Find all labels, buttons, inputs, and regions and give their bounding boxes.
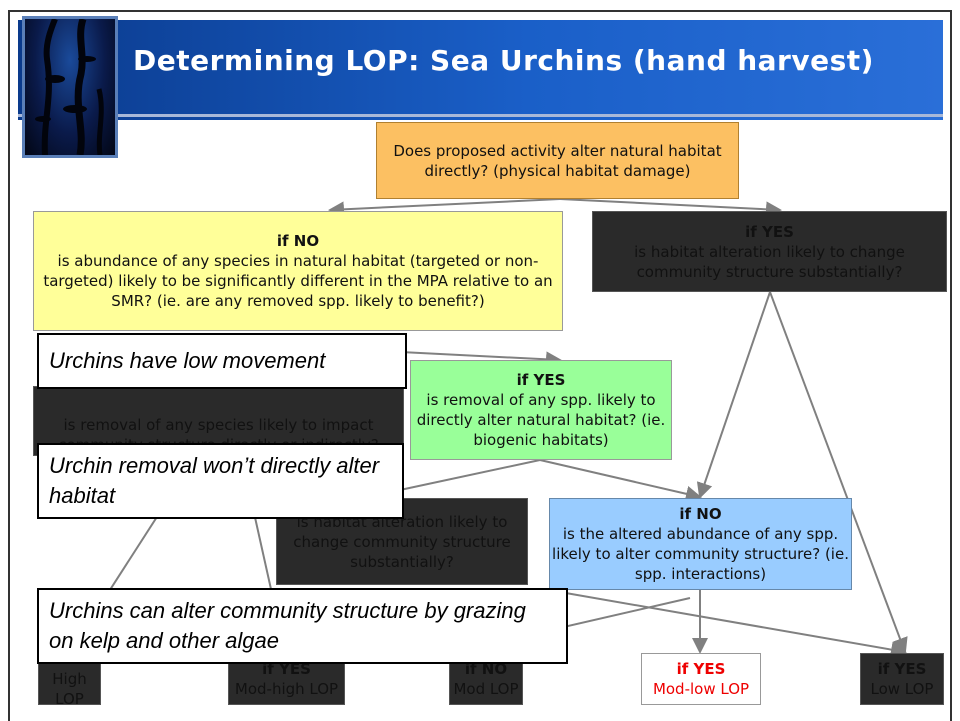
outcome-heading: if NO bbox=[464, 660, 508, 678]
arrow-green-to-middark bbox=[399, 459, 541, 491]
arrow-blue-to-low bbox=[559, 591, 907, 658]
callout-grazing: Urchins can alter community structure by… bbox=[37, 588, 568, 664]
arrow-yes-to-blue bbox=[696, 291, 771, 499]
outcome-label: High LOP bbox=[52, 670, 87, 708]
title-bar bbox=[18, 20, 943, 120]
arrow-yes-to-low bbox=[769, 291, 908, 654]
habitat-alteration-text: is habitat alteration likely to change c… bbox=[293, 512, 511, 571]
arrow-root-to-yes bbox=[559, 198, 782, 218]
outcome-mod-lop: if NO Mod LOP bbox=[449, 653, 523, 705]
arrow-green-to-blue bbox=[539, 459, 702, 502]
outcome-label: Mod-high LOP bbox=[234, 680, 339, 698]
no-branch-box: if NO is abundance of any species in nat… bbox=[33, 211, 563, 331]
yes-branch-text: is habitat alteration likely to change c… bbox=[634, 242, 905, 281]
outcome-heading: if YES bbox=[262, 660, 311, 678]
callout-low-movement-text: Urchins have low movement bbox=[49, 348, 326, 373]
callout-low-movement: Urchins have low movement bbox=[37, 333, 407, 389]
blue-question-heading: if NO bbox=[679, 505, 722, 523]
callout-grazing-text: Urchins can alter community structure by… bbox=[49, 598, 526, 653]
outcome-label: Low LOP bbox=[870, 680, 934, 698]
green-question-heading: if YES bbox=[516, 371, 566, 389]
outcome-label: Mod-low LOP bbox=[652, 680, 750, 698]
outcome-heading: if YES bbox=[877, 660, 927, 678]
green-question-box: if YES is removal of any spp. likely to … bbox=[410, 360, 672, 460]
outcome-label: Mod LOP bbox=[453, 680, 519, 698]
yes-branch-heading: if YES bbox=[745, 222, 794, 241]
kelp-silhouette-icon bbox=[35, 19, 104, 155]
root-question-text: Does proposed activity alter natural hab… bbox=[393, 141, 722, 180]
no-branch-heading: if NO bbox=[276, 232, 320, 250]
slide-title: Determining LOP: Sea Urchins (hand harve… bbox=[133, 44, 874, 77]
blue-question-text: is the altered abundance of any spp. lik… bbox=[552, 525, 849, 583]
arrow-root-to-no bbox=[328, 198, 561, 218]
title-underline bbox=[18, 114, 943, 117]
kelp-forest-thumbnail bbox=[22, 16, 118, 158]
yes-branch-box: if YES is habitat alteration likely to c… bbox=[592, 211, 947, 292]
outcome-heading: if YES bbox=[676, 660, 726, 678]
outcome-mod-low-lop: if YES Mod-low LOP bbox=[641, 653, 761, 705]
blue-question-box: if NO is the altered abundance of any sp… bbox=[549, 498, 852, 590]
callout-removal-habitat: Urchin removal won’t directly alter habi… bbox=[37, 443, 404, 519]
callout-removal-habitat-text: Urchin removal won’t directly alter habi… bbox=[49, 453, 380, 508]
no-branch-text: is abundance of any species in natural h… bbox=[43, 252, 553, 310]
outcome-low-lop: if YES Low LOP bbox=[860, 653, 944, 705]
green-question-text: is removal of any spp. likely to directl… bbox=[416, 391, 666, 449]
root-question-box: Does proposed activity alter natural hab… bbox=[376, 122, 739, 199]
slide-frame bbox=[8, 10, 952, 721]
